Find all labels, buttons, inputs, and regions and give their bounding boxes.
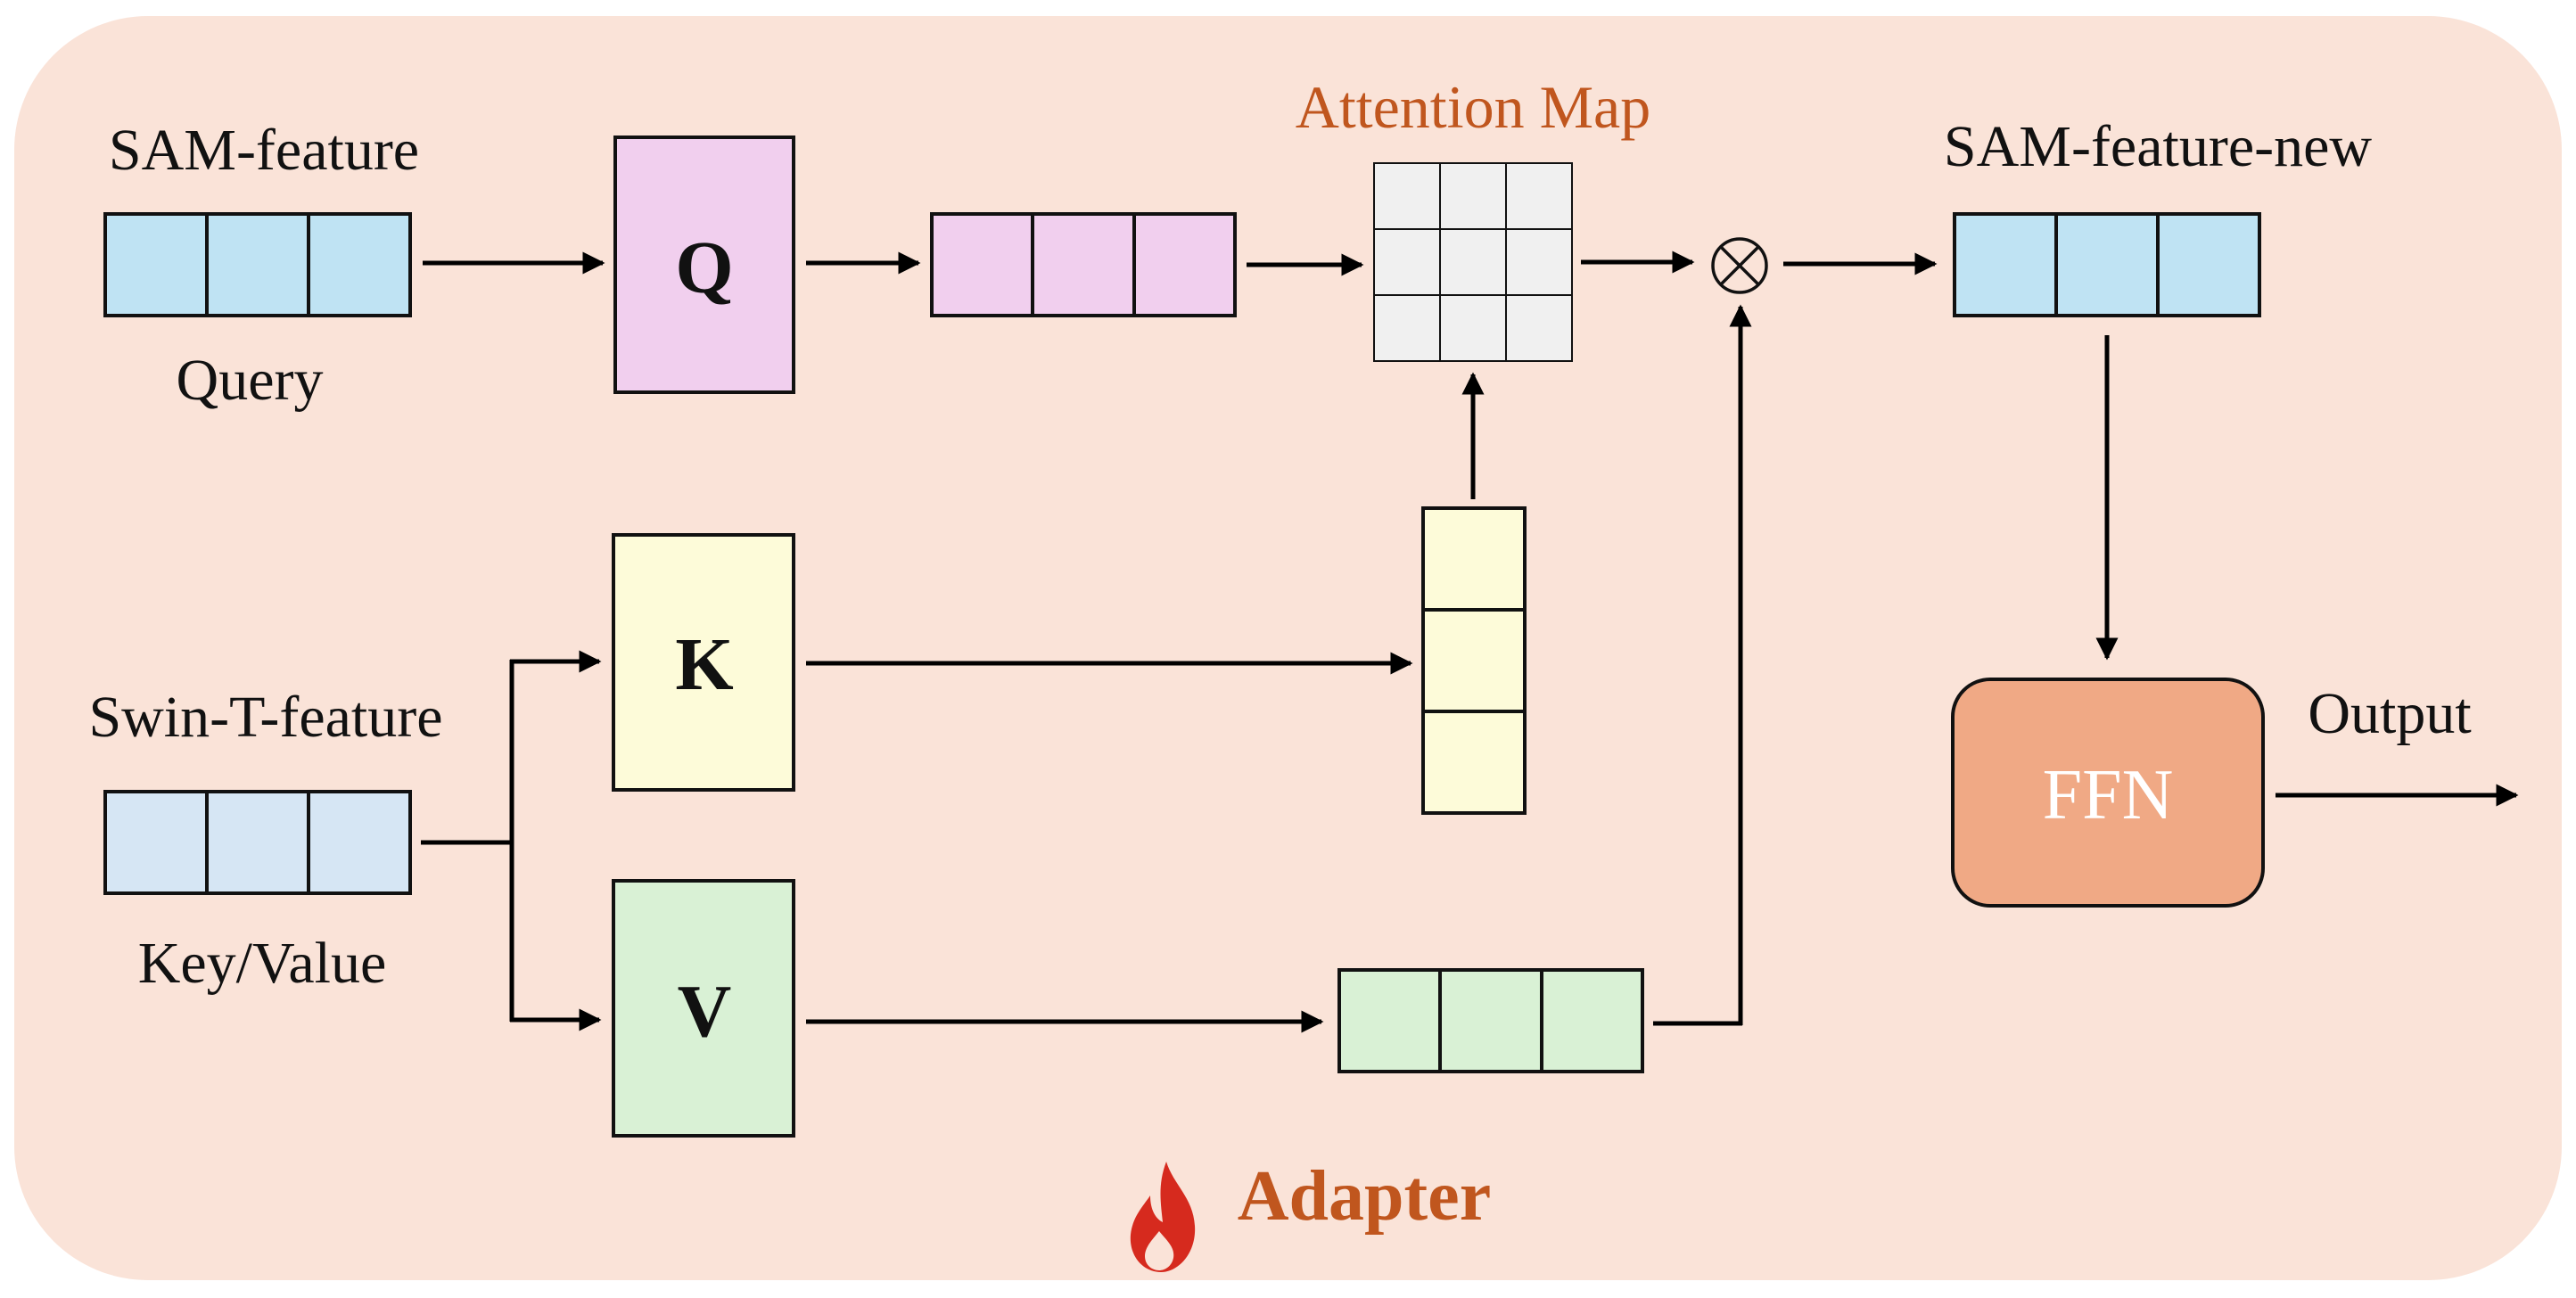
attention-map-grid (1373, 162, 1573, 362)
sam-feature-vector (103, 212, 412, 317)
query-projection-vector (930, 212, 1237, 317)
sam-feature-new-vector (1953, 212, 2261, 317)
swin-feature-vector (103, 790, 412, 895)
v-block (612, 879, 795, 1138)
ffn-label: FFN (2043, 756, 2174, 834)
value-projection-vector (1337, 968, 1644, 1073)
ffn-block (1951, 678, 2265, 908)
output-label: Output (2308, 681, 2471, 746)
adapter-panel (14, 16, 2562, 1280)
v-block-label: V (678, 970, 732, 1053)
q-block-label: Q (675, 226, 733, 309)
sam-feature-new-label: SAM-feature-new (1944, 114, 2372, 179)
split-connector (421, 650, 602, 1031)
fire-icon (1130, 1162, 1196, 1272)
swin-feature-label: Swin-T-feature (88, 685, 442, 750)
k-block-label: K (675, 623, 733, 706)
query-label: Query (177, 348, 324, 413)
k-block (612, 533, 795, 792)
key-projection-vector (1421, 506, 1527, 815)
multiply-icon (1711, 237, 1768, 294)
attention-map-label: Attention Map (1296, 73, 1651, 141)
arrow-v-to-multiply (1653, 304, 1752, 1026)
q-block (613, 136, 795, 394)
sam-feature-label: SAM-feature (109, 118, 419, 183)
adapter-title: Adapter (1238, 1157, 1491, 1236)
key-value-label: Key/Value (138, 931, 387, 996)
